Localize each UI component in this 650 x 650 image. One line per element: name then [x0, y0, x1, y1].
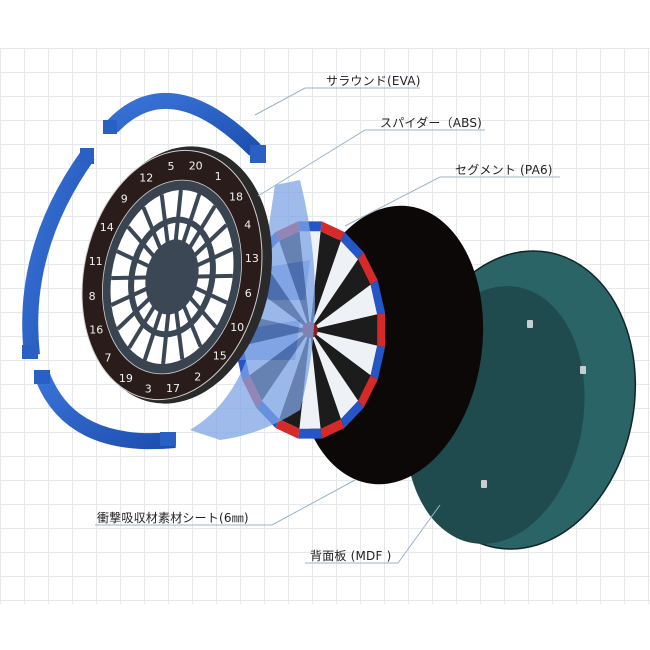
board-number: 5: [168, 160, 175, 173]
board-number: 7: [105, 352, 112, 365]
label-surround: サラウンド(EVA): [326, 74, 421, 88]
label-segment: セグメント (PA6): [455, 163, 553, 177]
board-number: 6: [245, 287, 252, 300]
board-number: 11: [89, 255, 103, 268]
board-number: 12: [139, 171, 153, 184]
board-number: 10: [230, 321, 244, 334]
hanging-bracket-icons: [481, 320, 586, 488]
board-number: 13: [245, 252, 259, 265]
board-number: 1: [215, 170, 222, 183]
board-number: 17: [166, 382, 180, 395]
label-cushion: 衝撃吸収材素材シート(6㎜): [97, 511, 249, 525]
board-number: 15: [213, 350, 227, 363]
board-number: 3: [145, 383, 152, 396]
board-number: 4: [244, 219, 251, 232]
board-number: 16: [89, 323, 103, 336]
label-spider: スパイダー（ABS): [380, 116, 483, 130]
dartboard-front: 20 1 18 4 13 6 10 15 2 17 3 19 7 16 8 11 14 9 12 5: [81, 146, 272, 404]
label-backboard: 背面板 (MDF ): [310, 549, 392, 563]
surround-connectors: [22, 120, 266, 446]
board-number: 9: [121, 192, 128, 205]
board-number: 8: [89, 290, 96, 303]
board-number: 2: [194, 371, 201, 384]
surround-eva: [22, 92, 261, 450]
leader-lines: [95, 87, 560, 564]
board-number: 20: [189, 160, 203, 173]
board-number: 19: [119, 372, 133, 385]
board-number: 18: [229, 190, 243, 203]
board-number: 14: [100, 221, 114, 234]
